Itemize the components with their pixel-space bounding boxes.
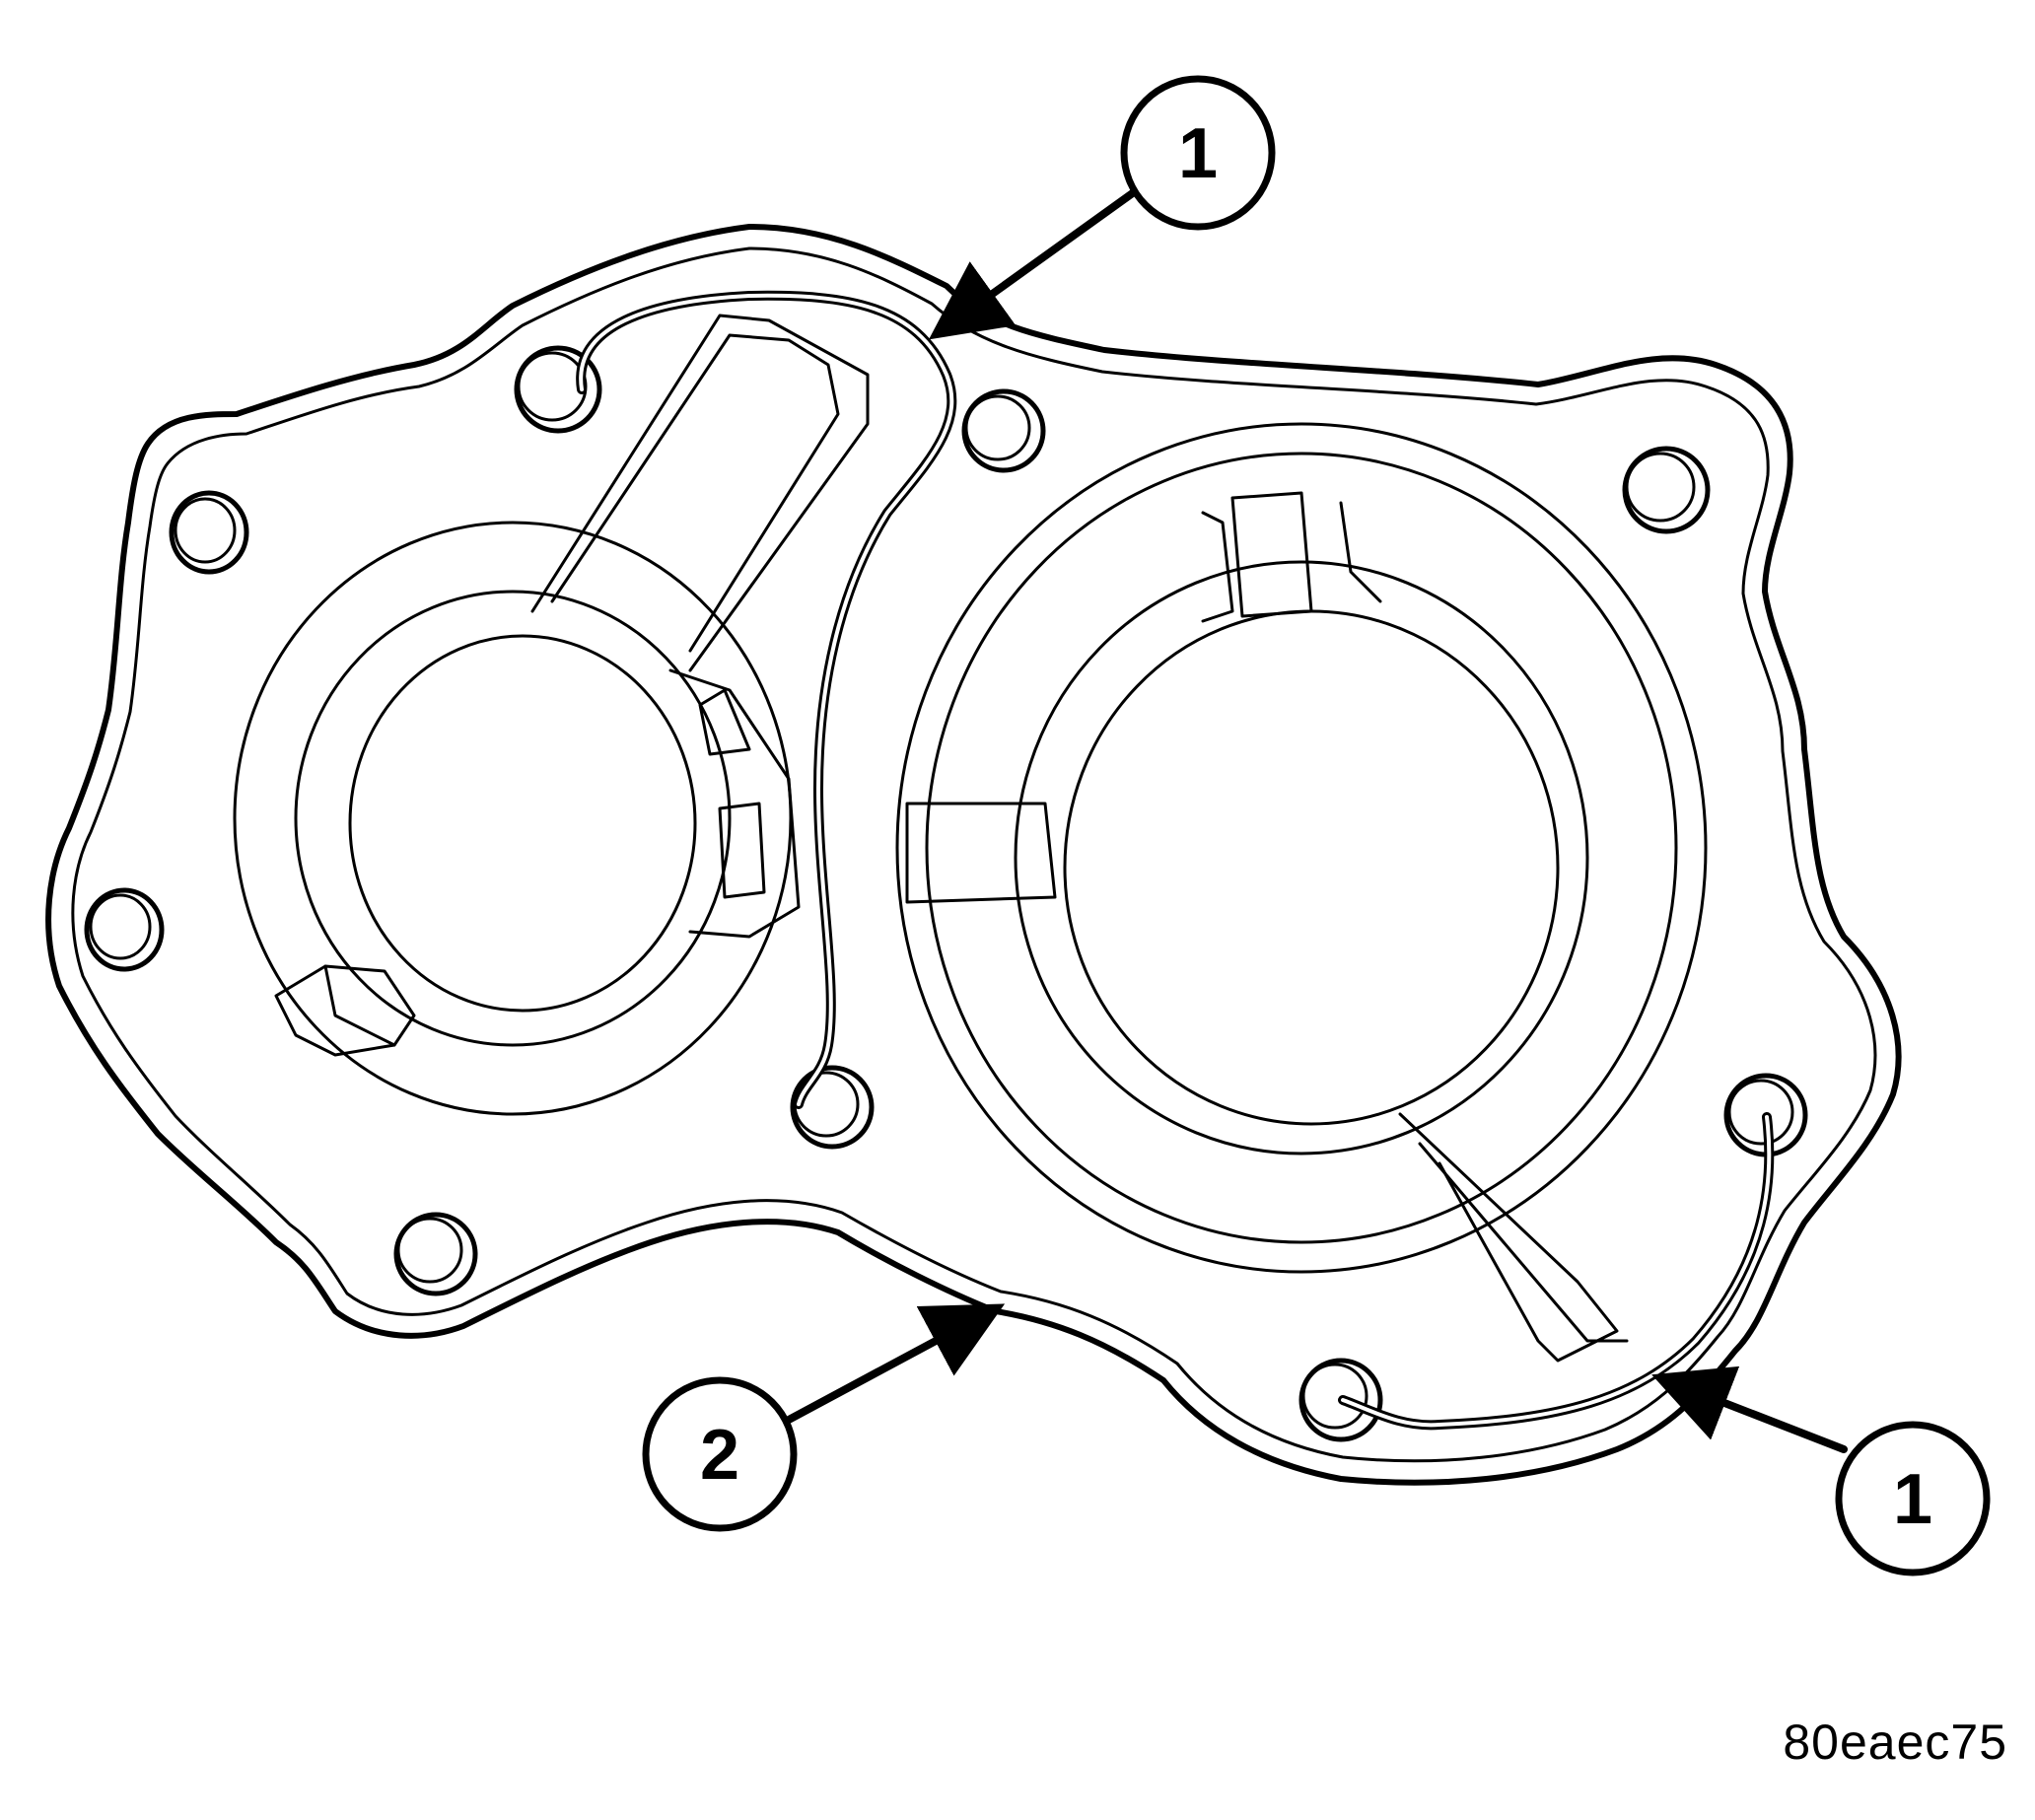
- callout-1-top-label: 1: [1178, 114, 1218, 193]
- leader-arrow-2: [785, 1303, 1006, 1424]
- leader-arrow-1-bottom: [1651, 1365, 1848, 1453]
- callout-2: 2: [642, 1376, 798, 1532]
- callout-1-bottom-label: 1: [1893, 1460, 1932, 1539]
- right-bore: [895, 422, 1708, 1363]
- gasket-outline: [45, 224, 1902, 1486]
- left-bore: [233, 314, 870, 1116]
- bolt-holes: [84, 345, 1808, 1442]
- callout-1-bottom: 1: [1835, 1421, 1991, 1576]
- callout-2-label: 2: [700, 1416, 739, 1495]
- callout-1-top: 1: [1120, 75, 1276, 231]
- leader-arrows: [785, 188, 1848, 1453]
- leader-arrow-1-top: [929, 188, 1138, 340]
- figure-id: 80eaec75: [1783, 1715, 2007, 1770]
- sealant-beads: [576, 290, 1775, 1431]
